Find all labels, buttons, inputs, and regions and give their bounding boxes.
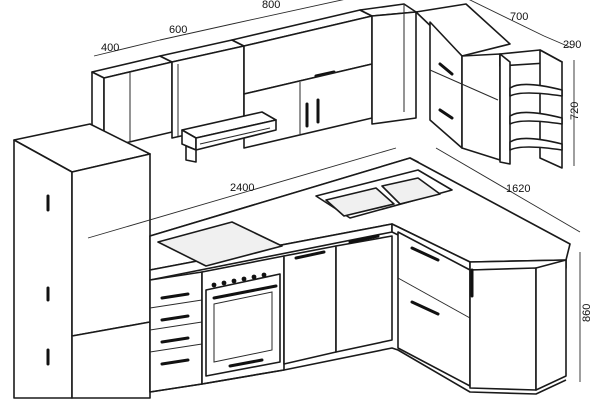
oven-knobs — [211, 272, 267, 288]
dim-base-height: 860 — [581, 304, 593, 322]
corner-drawer-handle-2 — [410, 300, 440, 316]
dim-counter-length: 2400 — [230, 182, 254, 194]
fridge-side — [13, 139, 73, 399]
drawer-handle-1 — [160, 292, 190, 300]
drawer-unit — [149, 271, 203, 393]
shelf-3 — [509, 137, 563, 151]
upper-right-door-b — [461, 53, 501, 161]
dim-upper-hood: 800 — [262, 0, 280, 11]
fridge-lower-door — [71, 321, 151, 399]
dim-upper-left: 400 — [101, 42, 119, 54]
upper-right-handle-a — [438, 62, 454, 76]
oven-drawer-handle — [228, 358, 264, 368]
base-door-b — [335, 235, 393, 353]
fridge-column — [13, 123, 151, 399]
upper-right-handle-b — [438, 108, 454, 120]
upper-left-front — [103, 61, 173, 149]
dimension-lines — [87, 0, 581, 382]
base-handle-b — [348, 234, 380, 244]
sink-bowl-left — [325, 187, 395, 217]
corner-drawer-handle-1 — [410, 246, 440, 262]
upper-cabinets — [91, 3, 563, 169]
dim-upper-corner: 700 — [510, 11, 528, 23]
fridge-upper-door — [71, 153, 151, 337]
drawer-handle-2 — [160, 314, 190, 322]
corner-angled-door — [469, 267, 537, 391]
corner-end-panel — [535, 259, 567, 391]
drawer-handle-4 — [160, 358, 190, 366]
shelf-1 — [509, 83, 563, 97]
base-door-a — [283, 245, 337, 365]
dim-upper-mid: 600 — [169, 24, 187, 36]
upper-corner-front-a — [371, 11, 417, 125]
dim-counter-return: 1620 — [506, 183, 530, 195]
sink-bowl-right — [381, 177, 441, 205]
base-handle-a — [294, 250, 326, 260]
dim-upper-height: 720 — [569, 102, 581, 120]
shelf-2 — [509, 111, 563, 125]
oven-door — [205, 273, 281, 377]
hob — [157, 221, 283, 267]
drawer-handle-3 — [160, 336, 190, 344]
dim-shelf-depth: 290 — [563, 39, 581, 51]
hood-cabinet-handle — [314, 70, 336, 78]
extractor-hood-front — [195, 119, 277, 151]
base-cabinets — [149, 157, 571, 395]
oven-handle — [212, 284, 278, 300]
